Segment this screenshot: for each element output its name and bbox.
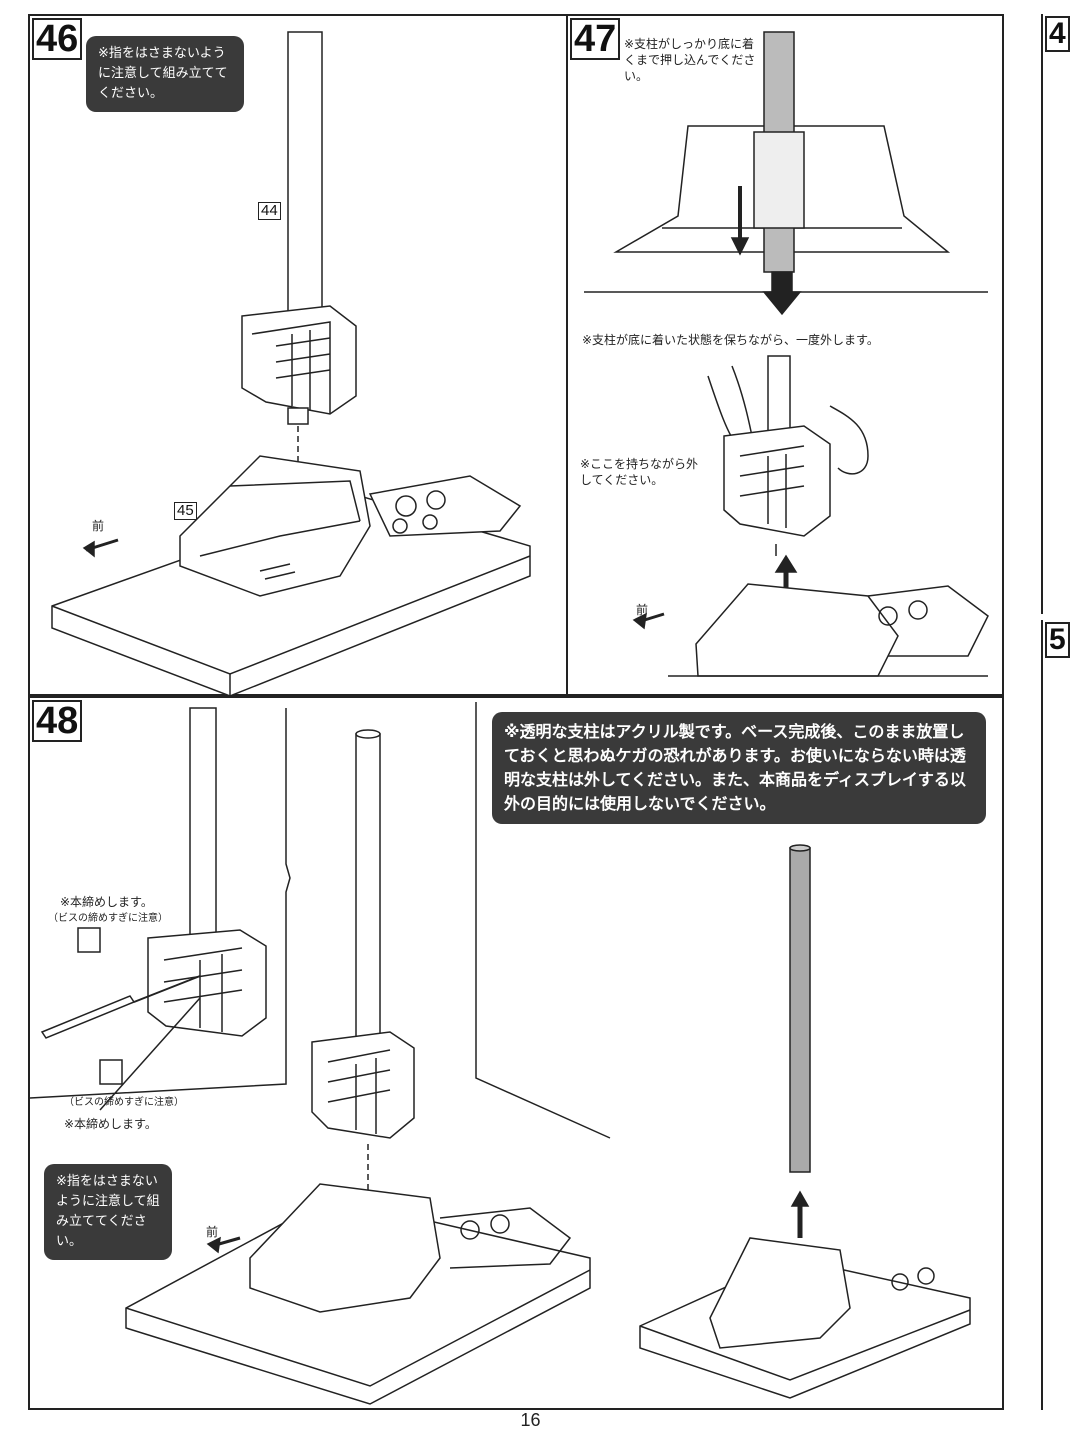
- next-page-edge-upper: 4: [1041, 14, 1070, 614]
- screw-caution-top: （ビスの締めすぎに注意）: [48, 913, 168, 924]
- edge-step-number: 5: [1045, 622, 1070, 658]
- front-label: 前: [92, 519, 105, 533]
- step-47-remove-note: ※支柱が底に着いた状態を保ちながら、一度外します。: [582, 333, 879, 347]
- step-47-illustration: [584, 31, 989, 677]
- step-48-finger-note: ※指をはさまないように注意して組み立ててください。: [44, 1164, 172, 1260]
- acrylic-caution-note: ※透明な支柱はアクリル製です。ベース完成後、このまま放置しておくと思わぬケガの恐…: [492, 712, 986, 824]
- step-47-number: 47: [570, 18, 621, 60]
- step-46-panel: 46 ※指をはさまないように注意して組み立ててください。 44 45 前: [28, 14, 568, 697]
- part-label-45: 45: [174, 502, 197, 520]
- step-47-push-note: ※支柱がしっかり底に着くまで押し込んでください。: [624, 37, 756, 83]
- screw-caution-bottom: （ビスの締めすぎに注意）: [64, 1097, 184, 1108]
- page-number: 16: [520, 1410, 541, 1430]
- step-48-panel: 48 ※本締めします。 （ビスの締めすぎに注意） （ビスの締めすぎに注意） ※本…: [28, 696, 1004, 1410]
- step-48-illustration: [29, 702, 971, 1405]
- step-46-illustration: [51, 31, 531, 697]
- step-46-number: 46: [32, 18, 83, 60]
- front-label: 前: [636, 603, 649, 617]
- edge-step-number: 4: [1045, 16, 1070, 52]
- step-47-hold-note: ※ここを持ちながら外してください。: [580, 457, 699, 487]
- step-46-finger-note: ※指をはさまないように注意して組み立ててください。: [86, 36, 244, 112]
- screw-note-bottom: ※本締めします。: [64, 1117, 157, 1131]
- step-48-number: 48: [32, 700, 83, 742]
- part-label-44: 44: [258, 202, 281, 220]
- screw-note-top: ※本締めします。: [60, 895, 153, 909]
- next-page-edge-lower: 5: [1041, 620, 1070, 1410]
- step-47-panel: 47 ※支柱がしっかり底に着くまで押し込んでください。 ※支柱が底に着いた状態を…: [566, 14, 1004, 696]
- front-label: 前: [206, 1225, 219, 1239]
